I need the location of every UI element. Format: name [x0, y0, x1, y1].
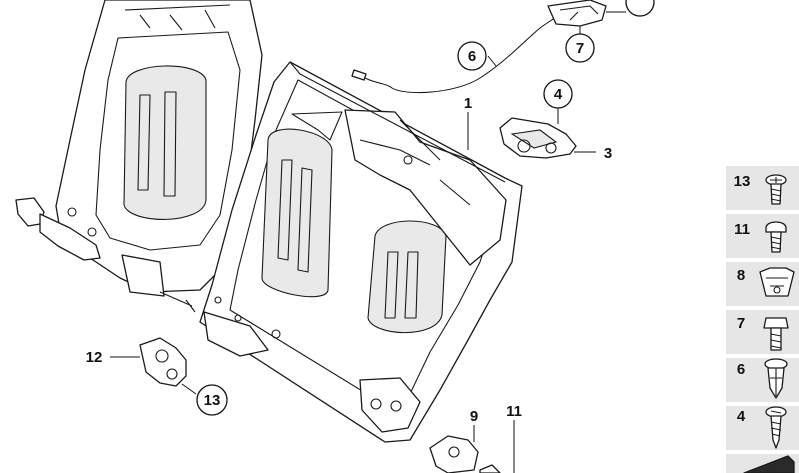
hex-bolt-icon — [763, 317, 789, 351]
bracket-part-12 — [110, 337, 197, 395]
legend-label-11: 11 — [734, 221, 750, 238]
seat-backrest-frame — [199, 61, 523, 443]
clip-nut-icon — [759, 267, 795, 297]
expansion-rivet-icon — [764, 358, 788, 399]
pan-head-screw-icon — [765, 221, 787, 253]
release-lever-assembly — [547, 0, 626, 34]
legend-label-13: 13 — [734, 173, 751, 190]
callout-5-partial — [625, 0, 655, 17]
left-backrest-frame — [15, 0, 263, 313]
bracket-part-9 — [429, 420, 515, 473]
legend-label-7: 7 — [737, 315, 745, 332]
callout-7-label: 7 — [576, 40, 584, 57]
legend-row-8[interactable]: 8 — [726, 262, 799, 306]
label-9[interactable]: 9 — [470, 408, 478, 425]
legend-label-6: 6 — [737, 361, 745, 378]
leader-6 — [487, 55, 497, 67]
legend-row-partial — [726, 454, 799, 473]
legend-row-4[interactable]: 4 — [726, 406, 799, 450]
legend-row-13[interactable]: 13 — [726, 166, 799, 210]
callout-4[interactable]: 4 — [543, 79, 573, 109]
callout-7[interactable]: 7 — [565, 33, 595, 63]
callout-13-label: 13 — [204, 392, 221, 409]
label-11[interactable]: 11 — [506, 403, 522, 420]
self-tapping-screw-icon — [765, 406, 787, 449]
torx-screw-icon — [765, 174, 787, 205]
callout-6[interactable]: 6 — [457, 41, 487, 71]
legend-label-8: 8 — [737, 267, 745, 284]
label-1[interactable]: 1 — [464, 95, 472, 112]
backrest-lock — [499, 108, 596, 159]
label-12[interactable]: 12 — [86, 349, 103, 366]
callout-13[interactable]: 13 — [196, 384, 228, 416]
release-cable — [351, 11, 563, 94]
callout-6-label: 6 — [468, 48, 476, 65]
label-3[interactable]: 3 — [604, 145, 612, 162]
hardware-legend: 13 11 8 — [726, 166, 799, 473]
callout-4-label: 4 — [554, 86, 563, 103]
legend-row-7[interactable]: 7 — [726, 310, 799, 354]
legend-label-4: 4 — [737, 408, 746, 425]
legend-row-11[interactable]: 11 — [726, 214, 799, 258]
legend-row-6[interactable]: 6 — [726, 358, 799, 402]
